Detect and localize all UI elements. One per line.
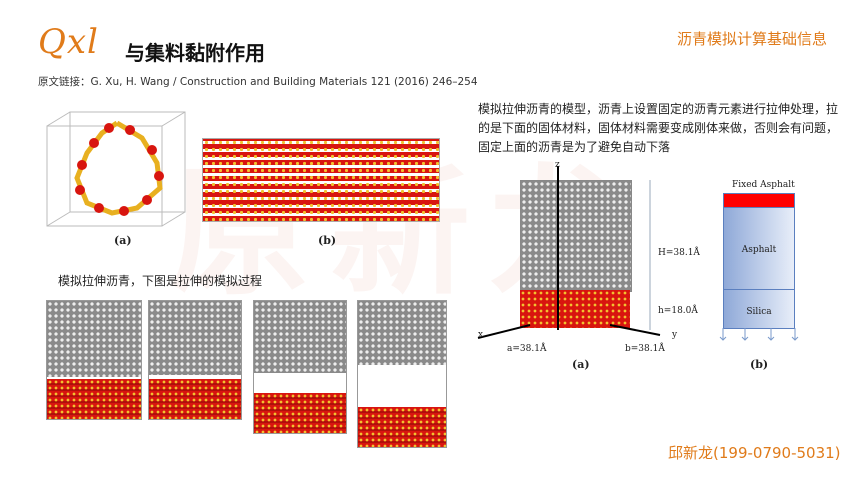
asphalt-height-label: H=38.1Å [658, 248, 700, 258]
citation: 原文链接：G. Xu, H. Wang / Construction and B… [38, 76, 478, 88]
silica-slab-figure [202, 138, 440, 222]
silica-layer: Silica [723, 289, 795, 329]
z-axis-label: z [555, 160, 560, 170]
silica-model [520, 290, 630, 328]
fig-a-label: (a) [114, 234, 132, 247]
page-title: 与集料黏附作用 [125, 41, 265, 65]
model-axes [477, 166, 661, 339]
asphalt-label: Asphalt [741, 245, 777, 255]
asphalt-layer: Asphalt [723, 207, 795, 290]
process-subtitle: 模拟拉伸沥青，下图是拉伸的模拟过程 [58, 274, 263, 288]
tension-snapshot-3 [253, 300, 347, 434]
right-fig-b-label: (b) [750, 358, 769, 371]
y-axis-label: y [672, 330, 678, 340]
silica-label: Silica [746, 307, 772, 317]
pull-arrows [719, 328, 799, 341]
a-dimension-label: a=38.1Å [507, 344, 547, 354]
section-title: 沥青模拟计算基础信息 [677, 30, 828, 48]
logo: Qxl [38, 22, 99, 62]
fixed-asphalt-label: Fixed Asphalt [732, 180, 795, 190]
x-axis-label: x [478, 330, 484, 340]
fixed-asphalt-layer [723, 193, 795, 208]
fig-b-label: (b) [318, 234, 337, 247]
tension-snapshot-4 [357, 300, 447, 448]
contact-info: 邱新龙(199-0790-5031) [668, 444, 841, 462]
right-fig-a-label: (a) [572, 358, 590, 371]
silica-ring-molecule-figure [46, 111, 186, 227]
b-dimension-label: b=38.1Å [625, 344, 665, 354]
silica-height-label: h=18.0Å [658, 306, 698, 316]
model-description: 模拟拉伸沥青的模型，沥青上设置固定的沥青元素进行拉伸处理，拉的是下面的固体材料，… [478, 102, 839, 154]
tension-snapshot-1 [46, 300, 142, 420]
tension-snapshot-2 [148, 300, 242, 420]
